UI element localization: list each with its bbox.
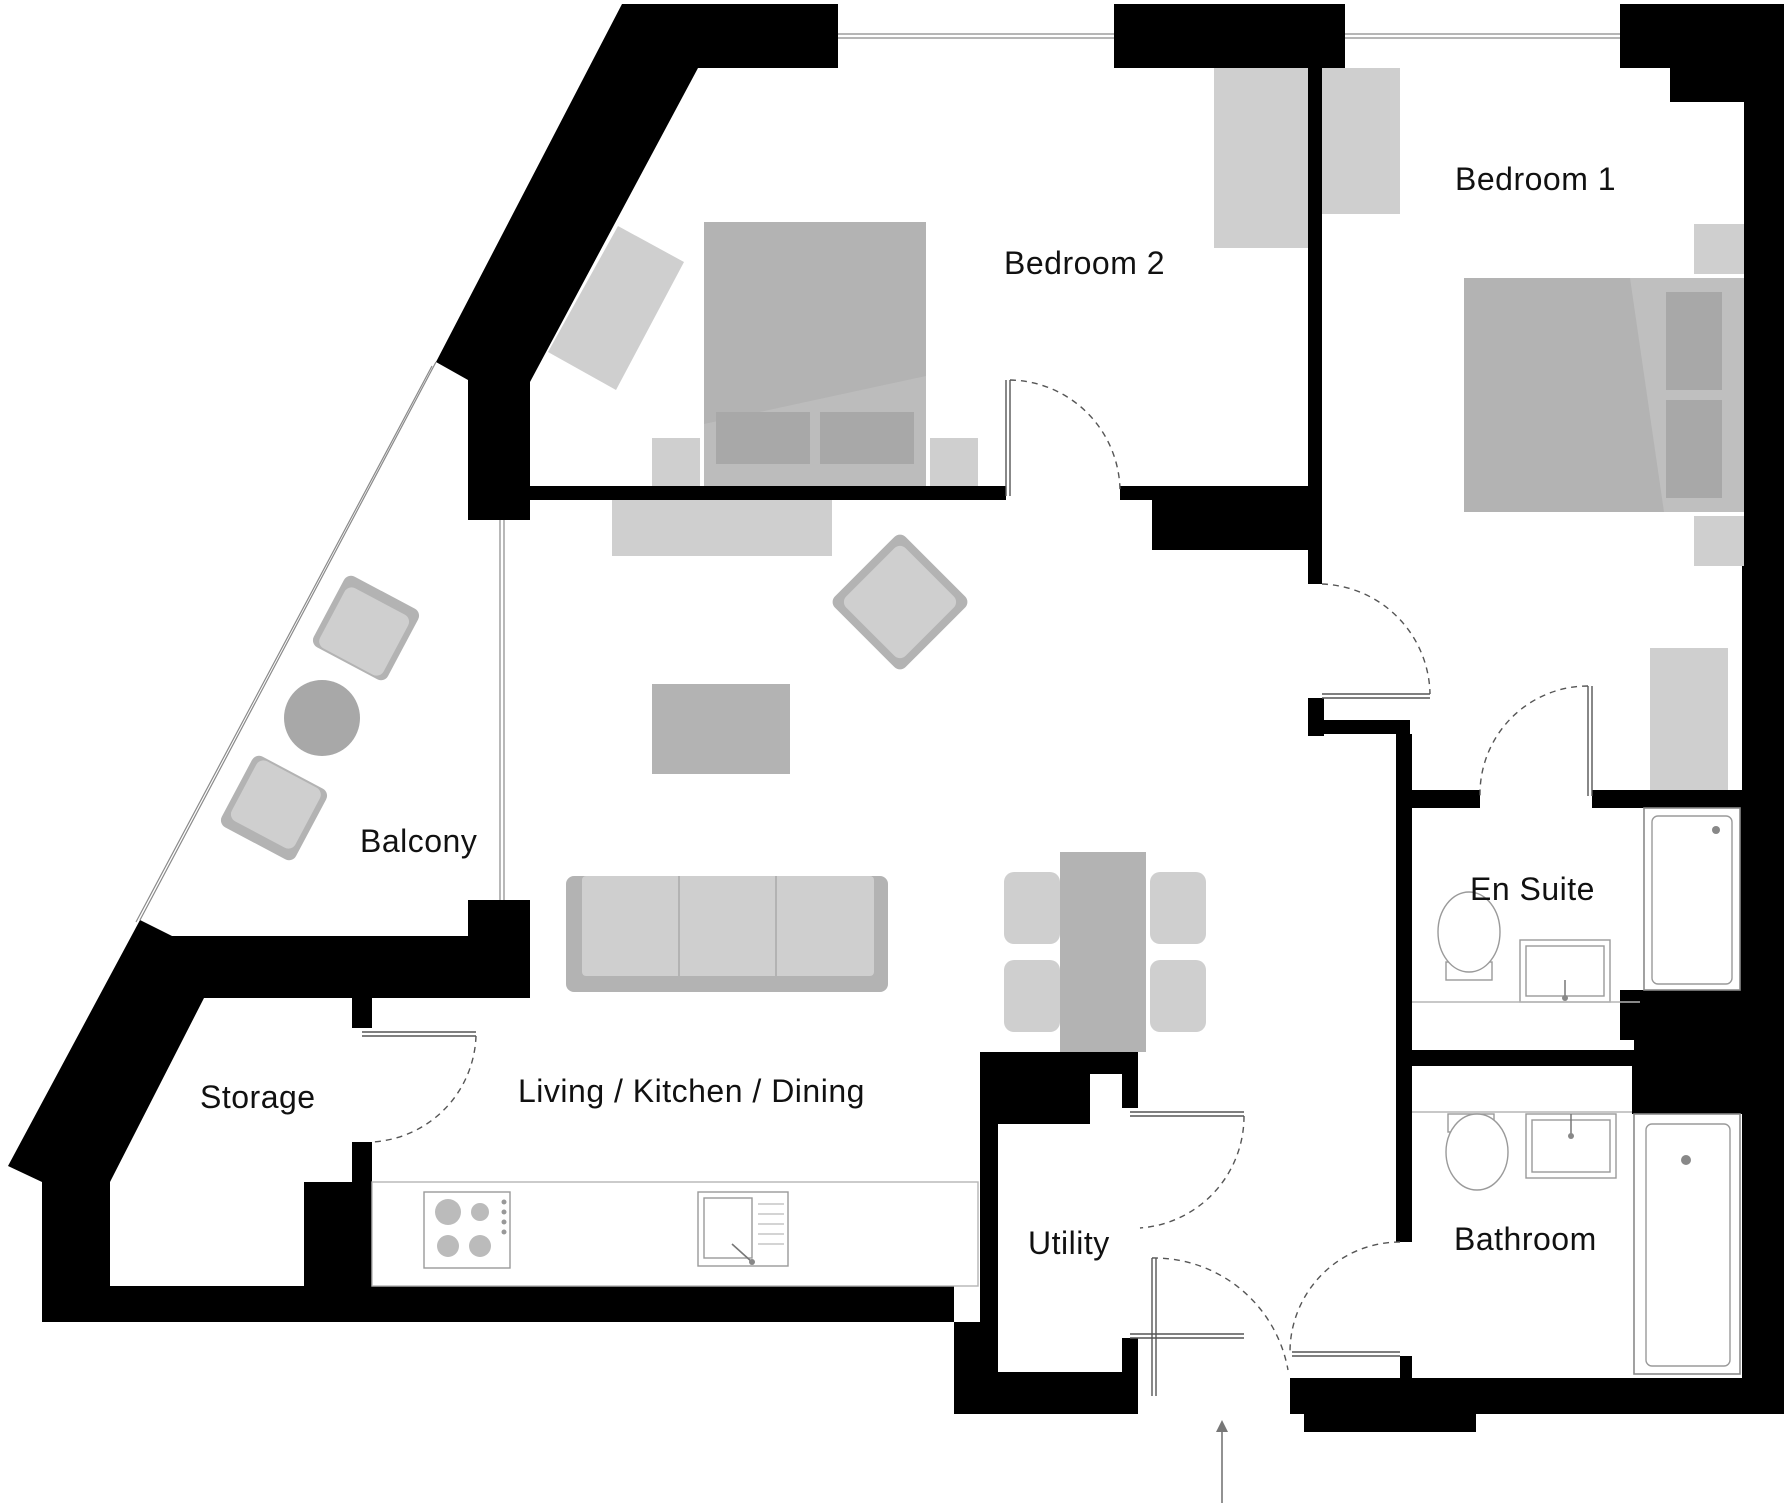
bathroom-bath-inner: [1645, 1123, 1731, 1367]
sofa: [566, 876, 888, 992]
balcony-chair-top: [312, 575, 420, 681]
label-utility: Utility: [1028, 1225, 1110, 1261]
kitchen-sink: [697, 1191, 789, 1267]
wall-bedroom2-south-east: [1120, 486, 1322, 550]
bedroom2-bedside-left: [652, 438, 700, 486]
wall-southwest-diagonal: [8, 900, 530, 1182]
label-living-kitchen-dining: Living / Kitchen / Dining: [518, 1073, 865, 1109]
coffee-table: [652, 684, 790, 774]
wall-living-south: [42, 1182, 954, 1322]
bedroom1-cabinet: [1650, 648, 1728, 790]
dining-chair-3: [1150, 872, 1206, 944]
wall-bathroom-south: [1290, 1378, 1784, 1432]
ensuite-bath-inner: [1651, 815, 1733, 985]
bedroom1-furniture: [1322, 68, 1744, 790]
dining-chair-4: [1150, 960, 1206, 1032]
ensuite-toilet: [1437, 891, 1501, 981]
bedroom2-desk: [548, 226, 684, 390]
bedroom1-bedside-top: [1694, 224, 1744, 274]
wall-northeast: [1620, 4, 1784, 1380]
label-bathroom: Bathroom: [1454, 1221, 1597, 1257]
dining-chair-2: [1004, 960, 1060, 1032]
bathroom-basin: [1525, 1113, 1617, 1179]
label-bedroom-2: Bedroom 2: [1004, 245, 1165, 281]
balcony-furniture: [220, 575, 420, 861]
dining-chair-1: [1004, 872, 1060, 944]
bedroom2-furniture: [548, 68, 1308, 486]
balcony-chair-bottom: [220, 755, 328, 861]
doors: [362, 379, 1593, 1396]
door-bedroom2-swing: [1009, 379, 1121, 491]
bedroom2-pillow-right: [820, 412, 914, 464]
wall-bathroom-northeast: [1632, 1050, 1742, 1114]
walls: [8, 4, 1784, 1432]
bedroom1-pillow-top: [1666, 292, 1722, 390]
wall-bathroom-door-jamb: [1400, 1356, 1412, 1380]
wall-northwest-diagonal: [436, 4, 838, 520]
bedroom1-bedside-bottom: [1694, 516, 1744, 566]
bathroom-fixtures: [1412, 1111, 1741, 1375]
hob: [423, 1191, 511, 1269]
bedroom2-pillow-left: [716, 412, 810, 464]
wall-storage-post-bottom: [352, 1142, 372, 1286]
door-storage-swing: [371, 1035, 477, 1143]
ensuite-basin: [1519, 939, 1611, 1003]
bedroom1-pillow-bottom: [1666, 400, 1722, 498]
balcony-balustrade-inner: [135, 365, 433, 923]
dining-table: [1060, 852, 1146, 1052]
wall-ensuite-north-east: [1592, 790, 1742, 808]
bedroom2-bedside-right: [930, 438, 978, 486]
dining-set: [1004, 852, 1206, 1052]
door-bedroom1-swing: [1321, 583, 1431, 695]
tv-unit: [612, 500, 832, 556]
door-bathroom-swing: [1289, 1241, 1401, 1353]
glazing: [135, 33, 1620, 923]
balcony-table: [284, 680, 360, 756]
label-bedroom-1: Bedroom 1: [1455, 161, 1616, 197]
room-labels: Bedroom 1 Bedroom 2 Balcony En Suite Sto…: [200, 161, 1616, 1261]
door-utility-swing: [1139, 1115, 1245, 1229]
ensuite-fixtures: [1412, 807, 1741, 1003]
bathroom-toilet: [1445, 1113, 1509, 1191]
wall-bathroom-west: [1396, 1240, 1412, 1242]
wall-utility: [954, 1052, 1138, 1414]
label-balcony: Balcony: [360, 823, 477, 859]
wall-living-balcony-post: [468, 900, 530, 998]
living-furniture: [371, 500, 1206, 1287]
wall-ensuite-north-west: [1410, 790, 1480, 808]
wall-ensuite-west: [1396, 734, 1412, 1242]
door-ensuite-swing: [1479, 685, 1589, 797]
label-storage: Storage: [200, 1079, 316, 1115]
wall-north-center: [1114, 4, 1345, 68]
wall-bedroom2-south-west: [530, 486, 1006, 500]
wall-storage-post-top: [352, 998, 372, 1028]
balcony-balustrade: [139, 361, 437, 921]
entrance-arrow-icon: [1216, 1420, 1228, 1503]
wall-bedroom-partition: [1308, 66, 1322, 584]
bedroom2-wardrobe: [1214, 68, 1308, 248]
wall-ensuite-bathroom: [1410, 1050, 1636, 1066]
armchair-living: [832, 534, 968, 670]
door-entrance-swing: [1151, 1257, 1289, 1371]
label-en-suite: En Suite: [1470, 871, 1595, 907]
bedroom1-wardrobe: [1322, 68, 1400, 214]
wall-bedroom1-south: [1308, 698, 1410, 736]
